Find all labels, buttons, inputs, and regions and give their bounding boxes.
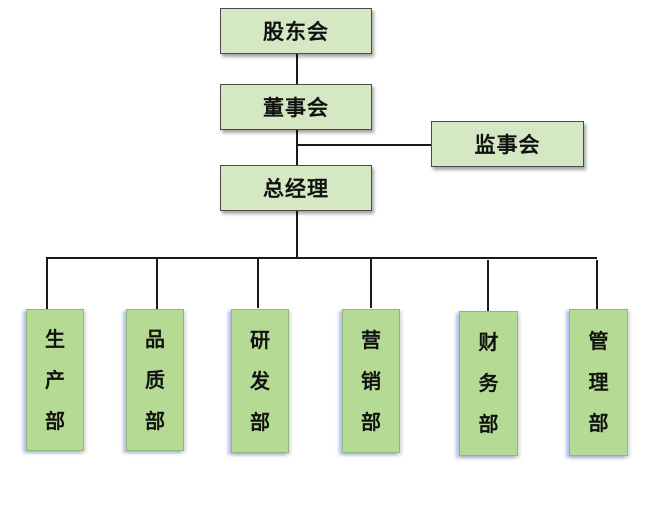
dept-char: 部 [478,412,499,436]
dept-char: 产 [45,367,65,392]
dept-char: 质 [145,367,165,392]
connector-board-gm [296,130,298,166]
department-production: 生 产 部 [26,309,84,451]
dept-char: 理 [588,370,609,394]
dept-char: 部 [250,409,270,434]
connector-gm-bus [296,211,298,258]
dept-char: 生 [45,326,65,351]
connector-dept-3 [257,257,259,308]
connector-dept-6 [596,260,598,310]
connector-dept-1 [46,257,48,309]
dept-char: 品 [145,326,165,351]
dept-char: 务 [478,371,499,395]
dept-char: 财 [478,330,499,354]
board-of-directors-node: 董事会 [220,84,372,130]
connector-dept-4 [370,257,372,308]
dept-char: 研 [250,327,270,352]
dept-char: 部 [145,408,165,433]
dept-char: 销 [361,368,381,393]
department-marketing: 营 销 部 [342,309,400,453]
dept-char: 管 [588,329,609,353]
department-finance: 财 务 部 [459,311,518,456]
shareholders-meeting-node: 股东会 [220,8,372,54]
dept-char: 部 [361,409,381,434]
connector-shareholders-board [296,54,298,85]
dept-char: 部 [588,411,609,435]
connector-supervisors [296,144,432,146]
dept-char: 发 [250,368,270,393]
board-of-supervisors-node: 监事会 [431,121,584,167]
department-bus [46,257,597,259]
dept-char: 营 [361,327,381,352]
dept-char: 部 [45,408,65,433]
department-rnd: 研 发 部 [231,309,289,453]
department-management: 管 理 部 [569,309,628,456]
general-manager-node: 总经理 [220,165,372,211]
department-quality: 品 质 部 [126,309,184,451]
connector-dept-2 [156,257,158,309]
connector-dept-5 [487,260,489,311]
